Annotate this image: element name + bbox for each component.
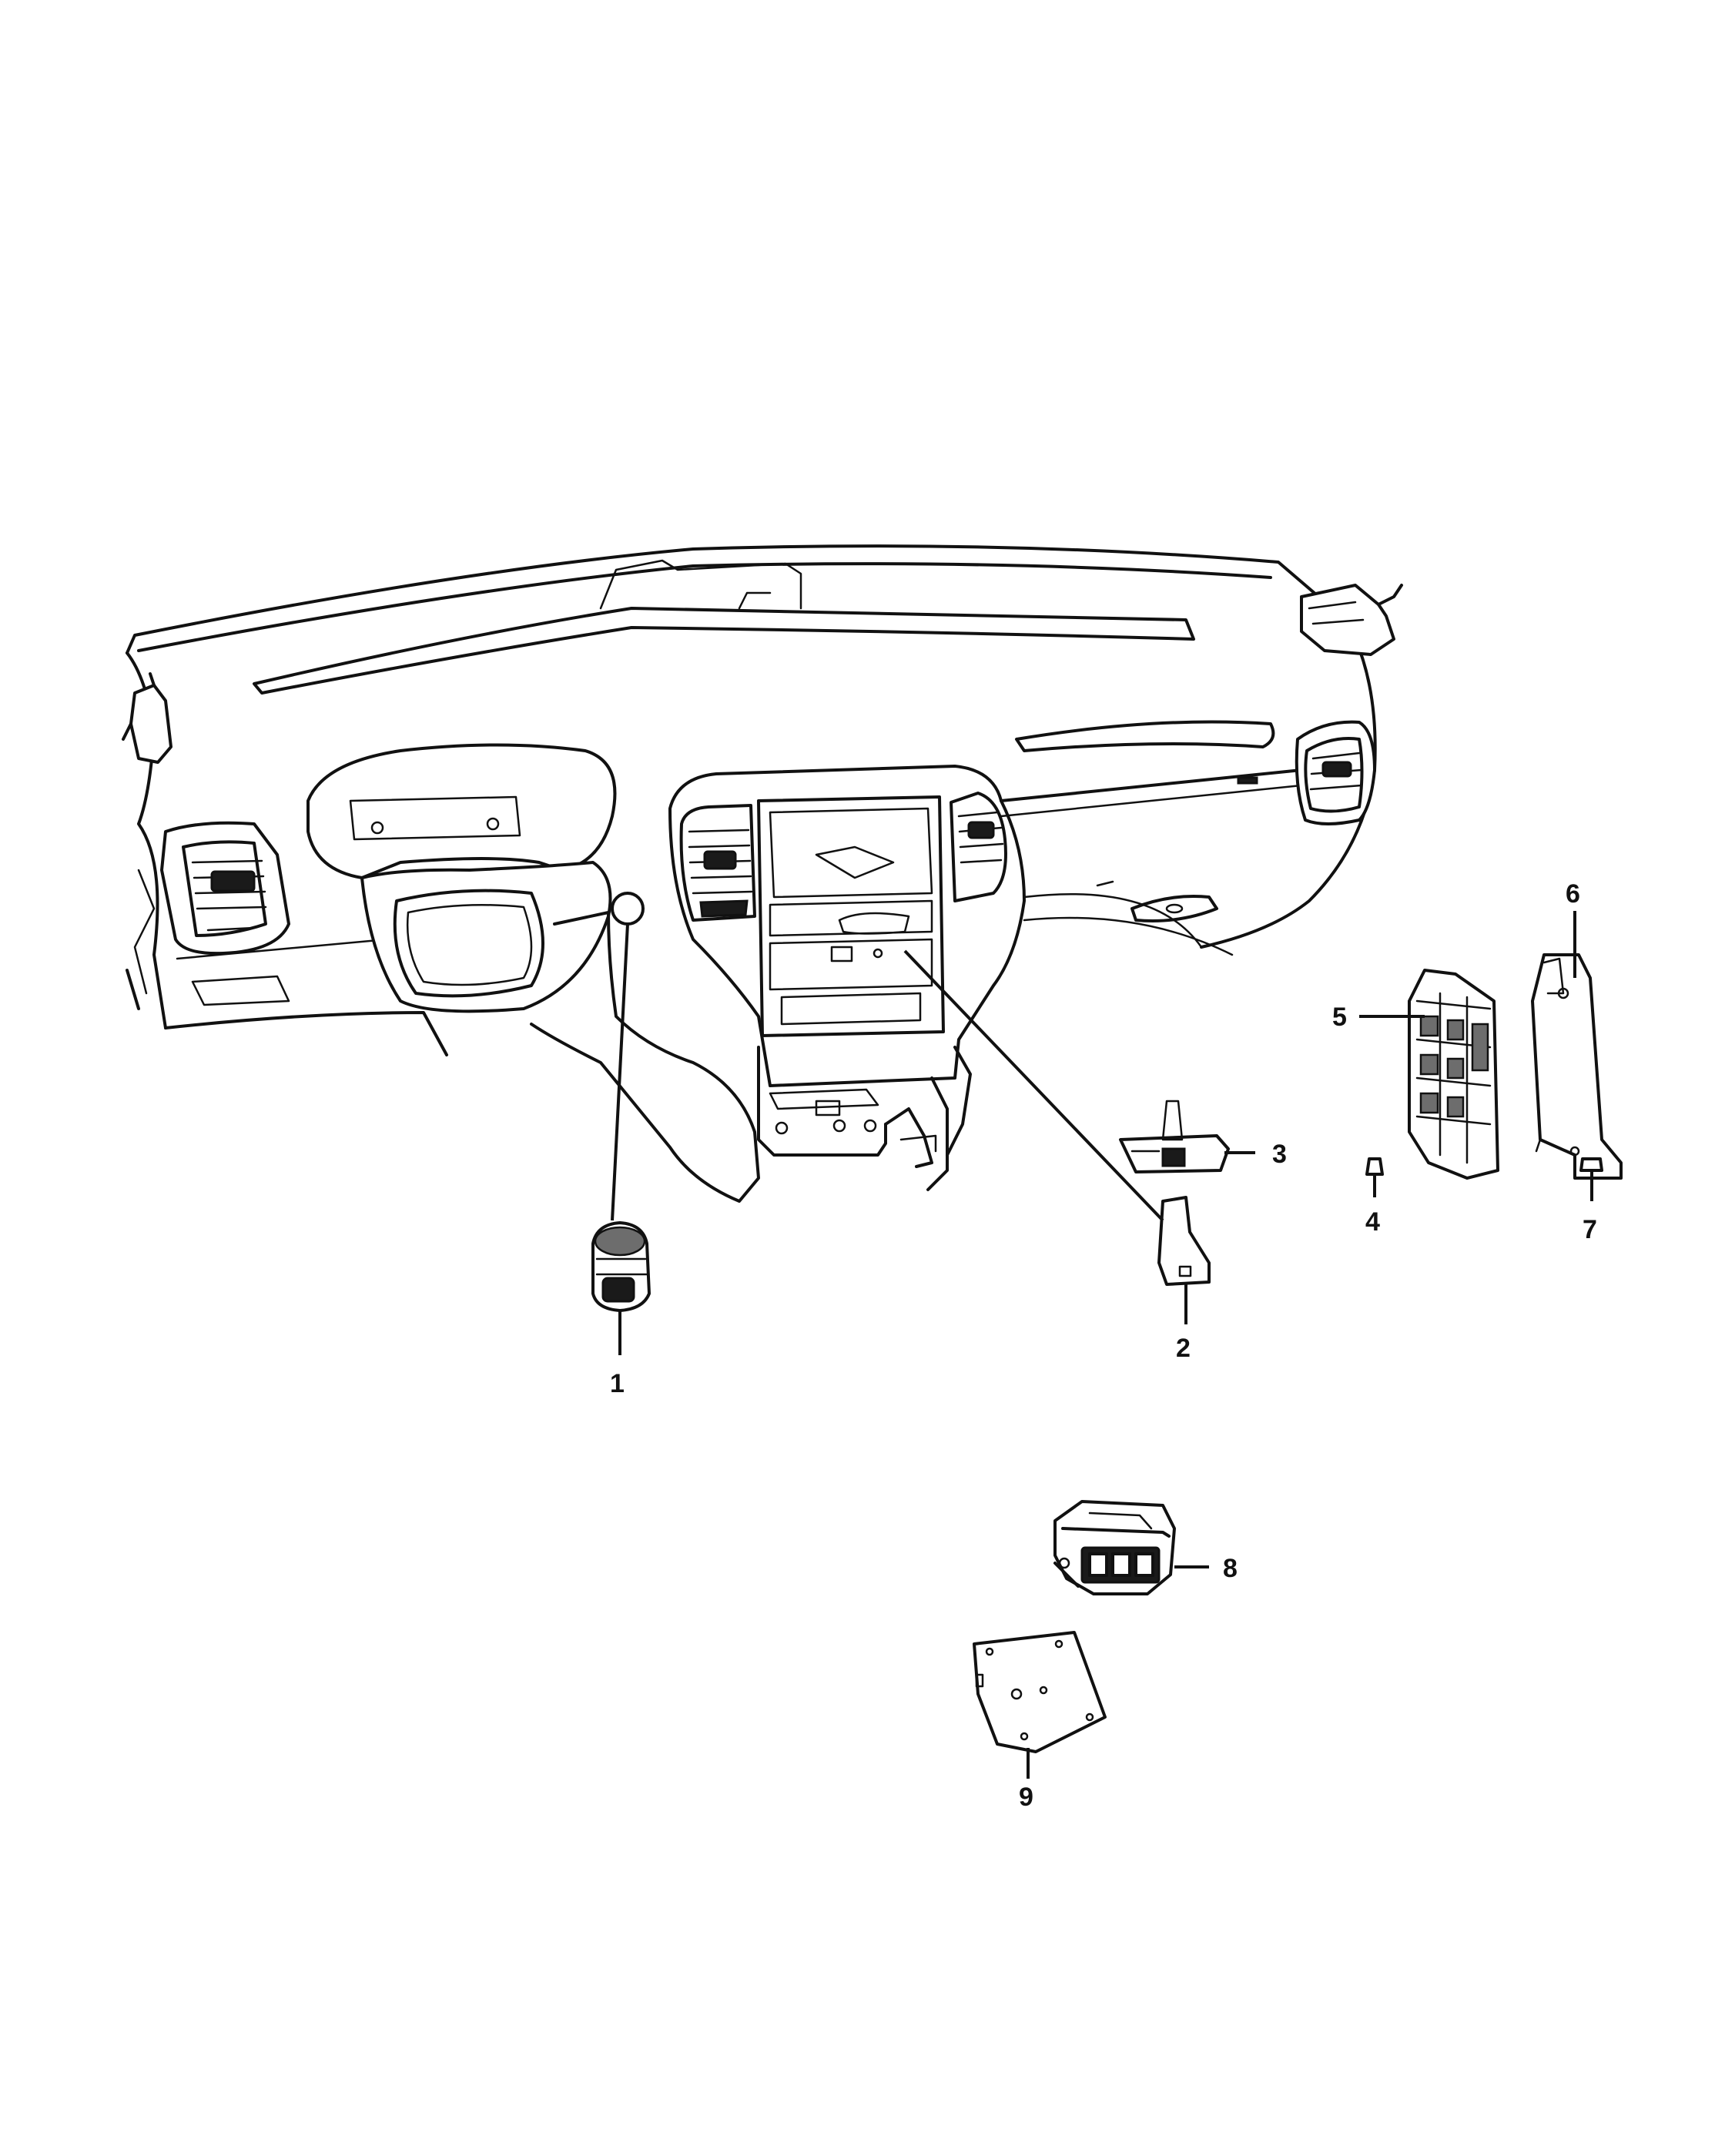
part-junction-block	[1408, 969, 1499, 1180]
right-air-vent	[1295, 720, 1376, 825]
callout-5: 5	[1332, 1003, 1347, 1032]
part-mounting-plate	[973, 1631, 1107, 1753]
center-right-air-vent	[950, 792, 1007, 902]
leader-line-1-upper	[611, 923, 629, 1221]
callout-6: 6	[1566, 879, 1580, 909]
center-left-air-vent	[679, 804, 756, 922]
cluster-hood	[306, 743, 617, 1013]
part-mounting-bracket	[1531, 953, 1623, 1180]
part-bracket	[1157, 1196, 1211, 1286]
part-ignition-switch	[591, 1221, 651, 1312]
callout-7: 7	[1583, 1215, 1597, 1244]
part-screw	[1579, 1157, 1603, 1186]
part-control-module	[1053, 1500, 1176, 1595]
callout-1: 1	[610, 1369, 625, 1398]
left-air-vent	[160, 821, 290, 956]
leader-line-2-upper	[903, 949, 1164, 1222]
instrument-panel	[122, 544, 1403, 1203]
center-stack	[668, 765, 1026, 1087]
callout-2: 2	[1176, 1334, 1191, 1363]
callout-4: 4	[1365, 1207, 1380, 1237]
callout-8: 8	[1223, 1554, 1238, 1583]
callout-3: 3	[1272, 1140, 1287, 1169]
callout-9: 9	[1019, 1783, 1033, 1812]
ignition-switch-location	[611, 892, 645, 926]
part-nut	[1365, 1157, 1384, 1176]
part-sensor-module	[1119, 1100, 1230, 1173]
